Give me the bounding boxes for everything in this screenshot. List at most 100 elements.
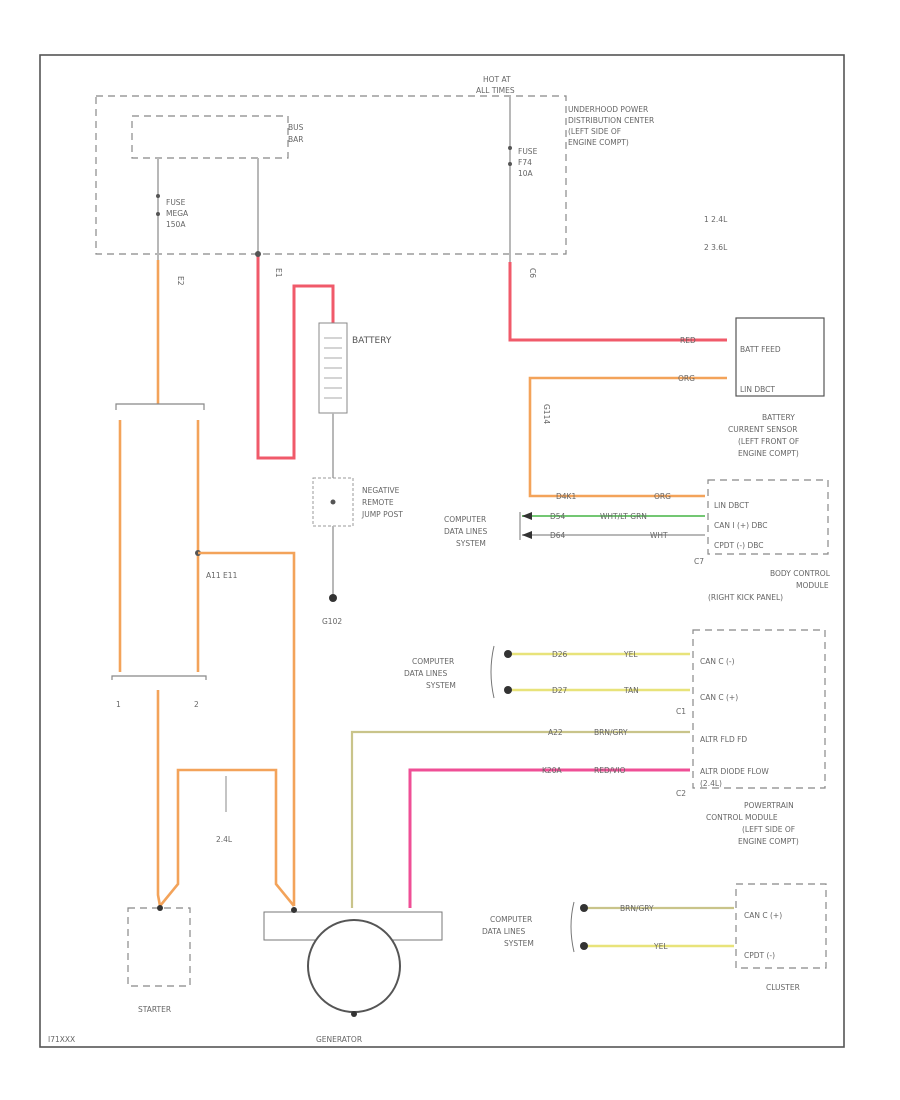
power-distribution-center: BUS BAR HOT AT ALL TIMES UNDERHOOD POWER… <box>95 75 654 286</box>
engine-legend: 1 2.4L 2 3.6L <box>704 215 728 252</box>
pcm-w1-color: YEL <box>623 650 638 659</box>
data-lines-3-l3: SYSTEM <box>504 939 534 948</box>
fuse-right-1: FUSE <box>518 147 538 156</box>
pcm-pin-4-1: ALTR DIODE FLOW <box>700 767 769 776</box>
bcm-title-3: (RIGHT KICK PANEL) <box>708 593 783 602</box>
pcm-pin-2: CAN C (+) <box>700 693 738 702</box>
pcm-w3-color: BRN/GRY <box>594 728 628 737</box>
sensor-wire-org: ORG <box>678 374 695 383</box>
generator: GENERATOR <box>263 907 443 1044</box>
bcm-title-2: MODULE <box>796 581 829 590</box>
pcm-pin-1: CAN C (-) <box>700 657 735 666</box>
sensor-title-4: ENGINE COMPT) <box>738 449 799 458</box>
pdc-title-1: UNDERHOOD POWER <box>568 105 648 114</box>
diagram-frame <box>39 54 845 1048</box>
neg-post-line1: NEGATIVE <box>362 486 400 495</box>
bcm-title-1: BODY CONTROL <box>770 569 831 578</box>
powertrain-control-module: CAN C (-) CAN C (+) ALTR FLD FD ALTR DIO… <box>350 629 826 908</box>
bcm-w1-color: ORG <box>654 492 671 501</box>
generator-label: GENERATOR <box>316 1035 362 1044</box>
pcm-w4-code: K20A <box>542 766 562 775</box>
legend-item-1: 1 2.4L <box>704 215 728 224</box>
fuse-right-2: F74 <box>518 158 532 167</box>
bcm-w1-code: D4K1 <box>556 492 576 501</box>
neg-post-line3: JUMP POST <box>361 510 403 519</box>
sensor-title-3: (LEFT FRONT OF <box>738 437 799 446</box>
battery-circuit: BATTERY NEGATIVE REMOTE JUMP POST G102 <box>255 251 403 626</box>
fuse-left-2: MEGA <box>166 209 189 218</box>
pin-bottom-2: 2 <box>194 700 199 709</box>
cluster-pin-1: CAN C (+) <box>744 911 782 920</box>
bcm-w2-color: WHT/LT GRN <box>600 512 647 521</box>
pcm-w2-code: D27 <box>552 686 568 695</box>
pcm-conn-1: C1 <box>676 707 686 716</box>
pdc-pin-right: C6 <box>528 268 537 278</box>
pdc-title-4: ENGINE COMPT) <box>568 138 629 147</box>
diagram-code: I71XXX <box>48 1035 75 1044</box>
fuse-left-1: FUSE <box>166 198 186 207</box>
battery-label: BATTERY <box>352 336 392 346</box>
bcm-conn: C7 <box>694 557 704 566</box>
data-lines-2-l3: SYSTEM <box>426 681 456 690</box>
pcm-title-2: CONTROL MODULE <box>706 813 778 822</box>
pcm-title-3: (LEFT SIDE OF <box>742 825 795 834</box>
pdc-title-2: DISTRIBUTION CENTER <box>568 116 654 125</box>
pcm-title-1: POWERTRAIN <box>744 801 794 810</box>
cluster: CAN C (+) CPDT (-) BRN/GRY YEL CLUSTER <box>570 883 827 992</box>
splice-label: A11 E11 <box>206 571 238 580</box>
pcm-title-4: ENGINE COMPT) <box>738 837 799 846</box>
pcm-pin-4-2: (2.4L) <box>700 779 722 788</box>
bcm-pin-3: CPDT (-) DBC <box>714 541 763 550</box>
engine-note: 2.4L <box>216 835 233 844</box>
ground-label: G102 <box>322 617 342 626</box>
cluster-w1-color: BRN/GRY <box>620 904 654 913</box>
pcm-w3-code: A22 <box>548 728 563 737</box>
pcm-w2-color: TAN <box>623 686 639 695</box>
sensor-wire-vert: G114 <box>542 404 551 424</box>
sensor-title-1: BATTERY <box>762 413 795 422</box>
fuse-right-3: 10A <box>518 169 534 178</box>
data-lines-group-3: COMPUTER DATA LINES SYSTEM <box>482 915 534 948</box>
data-lines-2-l2: DATA LINES <box>404 669 447 678</box>
pcm-w1-code: D26 <box>552 650 568 659</box>
hot-label-1: HOT AT <box>483 75 511 84</box>
cluster-title: CLUSTER <box>766 983 800 992</box>
starter-harness: A11 E11 1 2 2.4L <box>111 260 296 907</box>
data-lines-1-l3: SYSTEM <box>456 539 486 548</box>
pdc-pin-mid: E1 <box>274 268 283 278</box>
pin-bottom-1: 1 <box>116 700 121 709</box>
hot-label-2: ALL TIMES <box>476 86 515 95</box>
bcm-pin-2: CAN I (+) DBC <box>714 521 768 530</box>
pdc-title-3: (LEFT SIDE OF <box>568 127 621 136</box>
starter: STARTER <box>127 905 191 1014</box>
battery-current-sensor: BATT FEED LIN DBCT RED ORG G114 BATTERY … <box>508 262 825 498</box>
sensor-wire-red: RED <box>680 336 696 345</box>
legend-item-2: 2 3.6L <box>704 243 728 252</box>
cluster-pin-2: CPDT (-) <box>744 951 775 960</box>
busbar-label-1: BUS <box>288 123 304 132</box>
fuse-left-3: 150A <box>166 220 186 229</box>
bcm-w2-code: D54 <box>550 512 566 521</box>
sensor-title-2: CURRENT SENSOR <box>728 425 797 434</box>
sensor-pin-2: LIN DBCT <box>740 385 775 394</box>
data-lines-2-l1: COMPUTER <box>412 657 454 666</box>
bcm-w3-code: D64 <box>550 531 566 540</box>
starter-label: STARTER <box>138 1005 171 1014</box>
data-lines-group-2: COMPUTER DATA LINES SYSTEM <box>404 657 456 690</box>
bcm-pin-1: LIN DBCT <box>714 501 749 510</box>
data-lines-1-l2: DATA LINES <box>444 527 487 536</box>
pcm-w4-color: RED/VIO <box>594 766 626 775</box>
data-lines-group-1: COMPUTER DATA LINES SYSTEM <box>444 515 487 548</box>
bcm-w3-color: WHT <box>650 531 668 540</box>
sensor-pin-1: BATT FEED <box>740 345 781 354</box>
pdc-pin-left: E2 <box>176 276 185 286</box>
data-lines-1-l1: COMPUTER <box>444 515 486 524</box>
pcm-pin-3: ALTR FLD FD <box>700 735 747 744</box>
neg-post-line2: REMOTE <box>362 498 394 507</box>
pcm-conn-2: C2 <box>676 789 686 798</box>
body-control-module: LIN DBCT CAN I (+) DBC CPDT (-) DBC C7 D… <box>519 479 831 602</box>
busbar-label-2: BAR <box>288 135 304 144</box>
data-lines-3-l1: COMPUTER <box>490 915 532 924</box>
data-lines-3-l2: DATA LINES <box>482 927 525 936</box>
